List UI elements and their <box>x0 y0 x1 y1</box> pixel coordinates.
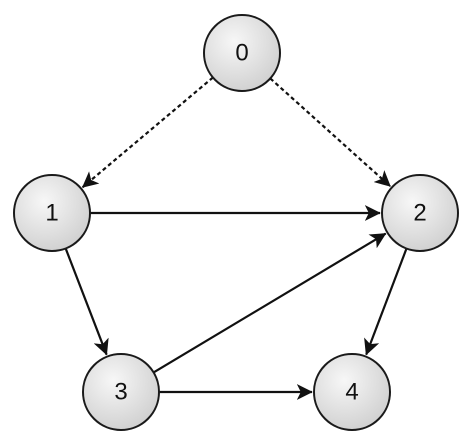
edges-layer <box>64 76 408 400</box>
node-0: 0 <box>203 14 281 92</box>
node-circle <box>82 353 160 431</box>
node-circle <box>203 14 281 92</box>
node-2: 2 <box>381 174 459 252</box>
edge-3-to-2 <box>153 232 387 374</box>
node-circle <box>381 174 459 252</box>
edge-0-to-2 <box>269 77 391 188</box>
node-label: 1 <box>45 200 58 227</box>
node-label: 4 <box>345 379 358 406</box>
node-3: 3 <box>82 353 160 431</box>
node-circle <box>13 174 91 252</box>
nodes-layer: 0 1 2 3 4 <box>13 14 459 431</box>
edge-0-to-1 <box>81 76 214 189</box>
node-label: 2 <box>413 200 426 227</box>
node-1: 1 <box>13 174 91 252</box>
node-label: 0 <box>235 40 248 67</box>
node-4: 4 <box>313 353 391 431</box>
node-label: 3 <box>114 379 127 406</box>
node-circle <box>313 353 391 431</box>
edge-2-to-4 <box>364 248 408 356</box>
edge-1-to-3 <box>64 248 109 356</box>
